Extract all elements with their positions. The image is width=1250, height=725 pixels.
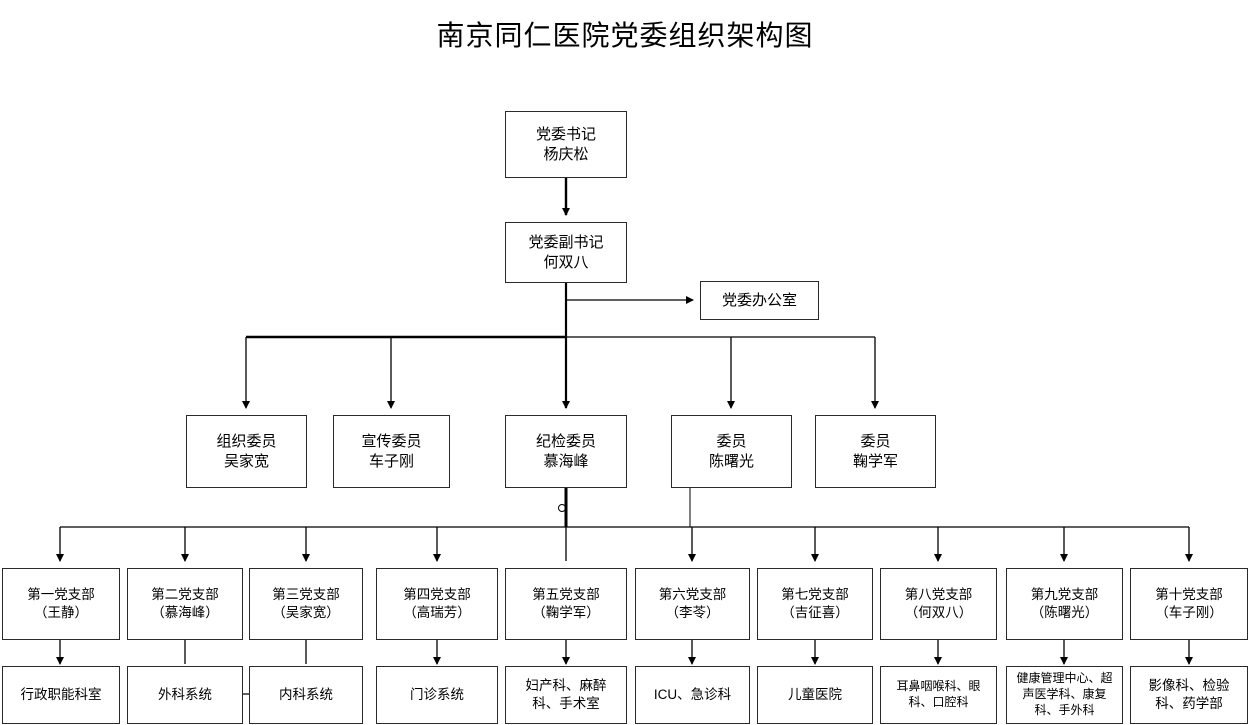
node-label: 委员 陈曙光 <box>708 433 754 470</box>
node-branch-5[interactable]: 第五党支部 （鞠学军） <box>505 568 627 640</box>
node-label: 健康管理中心、超 声医学科、康复 科、手外科 <box>1016 671 1113 717</box>
node-department-8[interactable]: 耳鼻咽喉科、眼 科、口腔科 <box>880 666 997 724</box>
node-label: 耳鼻咽喉科、眼 科、口腔科 <box>896 679 981 709</box>
node-deputy-secretary[interactable]: 党委副书记 何双八 <box>505 222 627 283</box>
node-label: 妇产科、麻醉 科、手术室 <box>525 678 607 711</box>
node-branch-7[interactable]: 第七党支部 （吉征喜） <box>757 568 873 640</box>
node-label: 影像科、检验 科、药学部 <box>1148 678 1230 711</box>
node-department-7[interactable]: 儿童医院 <box>757 666 873 724</box>
node-department-2[interactable]: 外科系统 <box>127 666 243 724</box>
node-label: 第六党支部 （李苓） <box>658 587 727 620</box>
node-label: 儿童医院 <box>788 687 842 703</box>
node-label: ICU、急诊科 <box>653 687 732 703</box>
node-organization-member[interactable]: 组织委员 吴家宽 <box>186 415 307 488</box>
node-publicity-member[interactable]: 宣传委员 车子刚 <box>333 415 450 488</box>
node-branch-3[interactable]: 第三党支部 （吴家宽） <box>249 568 363 640</box>
node-label: 第五党支部 （鞠学军） <box>532 587 600 620</box>
node-label: 第三党支部 （吴家宽） <box>272 587 340 620</box>
node-label: 党委书记 杨庆松 <box>535 126 596 163</box>
node-department-9[interactable]: 健康管理中心、超 声医学科、康复 科、手外科 <box>1006 666 1123 724</box>
node-department-5[interactable]: 妇产科、麻醉 科、手术室 <box>505 666 627 724</box>
node-department-3[interactable]: 内科系统 <box>249 666 363 724</box>
node-label: 第一党支部 （王静） <box>27 587 95 620</box>
node-department-6[interactable]: ICU、急诊科 <box>635 666 750 724</box>
node-label: 行政职能科室 <box>20 687 102 703</box>
node-department-4[interactable]: 门诊系统 <box>376 666 498 724</box>
node-party-secretary[interactable]: 党委书记 杨庆松 <box>505 111 627 178</box>
node-label: 第八党支部 （何双八） <box>904 587 973 620</box>
node-member-ju[interactable]: 委员 鞠学军 <box>815 415 936 488</box>
page-title: 南京同仁医院党委组织架构图 <box>436 19 814 52</box>
node-label: 第七党支部 （吉征喜） <box>781 587 849 620</box>
node-party-office[interactable]: 党委办公室 <box>700 281 819 320</box>
node-branch-6[interactable]: 第六党支部 （李苓） <box>635 568 750 640</box>
node-branch-9[interactable]: 第九党支部 （陈曙光） <box>1006 568 1123 640</box>
node-label: 第二党支部 （慕海峰） <box>151 587 219 620</box>
node-branch-2[interactable]: 第二党支部 （慕海峰） <box>127 568 243 640</box>
node-department-10[interactable]: 影像科、检验 科、药学部 <box>1130 666 1248 724</box>
node-branch-8[interactable]: 第八党支部 （何双八） <box>880 568 997 640</box>
node-discipline-member[interactable]: 纪检委员 慕海峰 <box>505 415 627 488</box>
node-label: 党委办公室 <box>721 291 797 309</box>
node-label: 第九党支部 （陈曙光） <box>1030 587 1099 620</box>
node-label: 党委副书记 何双八 <box>528 234 604 271</box>
node-department-1[interactable]: 行政职能科室 <box>2 666 120 724</box>
node-label: 组织委员 吴家宽 <box>216 433 277 470</box>
node-label: 外科系统 <box>158 687 212 703</box>
node-member-chen[interactable]: 委员 陈曙光 <box>671 415 792 488</box>
node-label: 内科系统 <box>279 687 333 703</box>
node-label: 委员 鞠学军 <box>852 433 898 470</box>
node-branch-1[interactable]: 第一党支部 （王静） <box>2 568 120 640</box>
node-branch-10[interactable]: 第十党支部 （车子刚） <box>1130 568 1248 640</box>
node-label: 宣传委员 车子刚 <box>361 433 422 470</box>
node-label: 第四党支部 （高瑞芳） <box>403 587 471 620</box>
node-label: 门诊系统 <box>410 687 464 703</box>
node-branch-4[interactable]: 第四党支部 （高瑞芳） <box>376 568 498 640</box>
node-label: 第十党支部 （车子刚） <box>1155 587 1223 620</box>
node-label: 纪检委员 慕海峰 <box>535 433 596 470</box>
